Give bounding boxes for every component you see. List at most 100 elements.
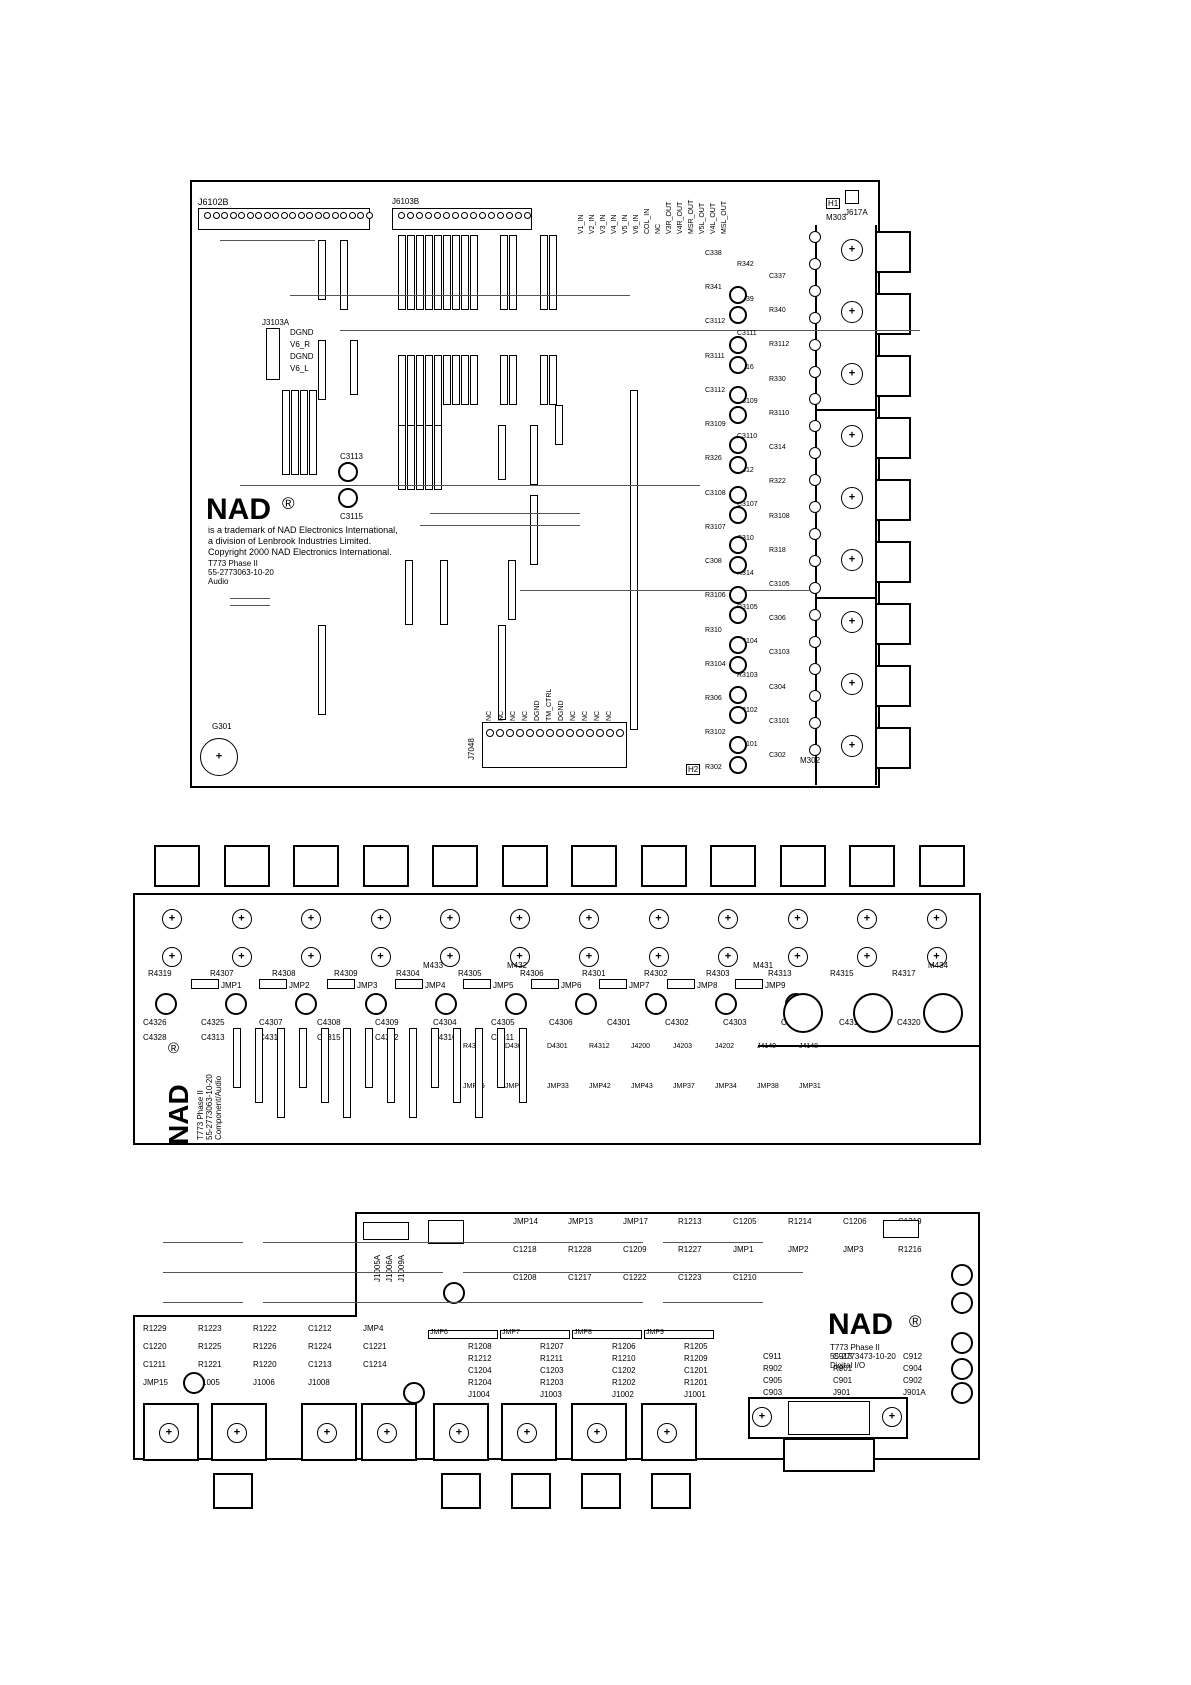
j7048-pin <box>556 729 564 737</box>
jack-screw <box>841 549 863 571</box>
jack-screw <box>517 1423 537 1443</box>
jumper <box>500 235 508 310</box>
component-label: R1203 <box>540 1378 564 1387</box>
component-label: R1201 <box>684 1378 708 1387</box>
capacitor-label: C4312 <box>375 1033 399 1042</box>
electrolytic-cap <box>443 1282 465 1304</box>
component-label: C3109 <box>737 398 758 406</box>
component-label: R3107 <box>705 523 726 531</box>
nad-logo-mid: NAD <box>163 1084 194 1145</box>
rca-jack <box>875 293 911 335</box>
ground-g301-label: G301 <box>212 722 232 731</box>
electrolytic-cap <box>715 993 737 1015</box>
jumper <box>497 1028 505 1088</box>
jumper <box>540 355 548 405</box>
jumper <box>667 979 695 989</box>
component-label: C905 <box>763 1376 783 1385</box>
bottom-board-labels: JMP14JMP13JMP17R1213C1205R1214C1206C1219… <box>133 1212 980 1462</box>
component-label-column: C338R342C337R341R339R340C3112C3111R3112R… <box>705 198 815 778</box>
jumper <box>395 979 423 989</box>
capacitor-label: C4314 <box>259 1033 283 1042</box>
header-connector <box>428 1220 464 1244</box>
component-label: C1202 <box>612 1366 636 1375</box>
component-label: R306 <box>705 695 722 703</box>
component-label: C913 <box>833 1352 853 1361</box>
connector-j6103b-label: J6103B <box>392 197 420 206</box>
jumper <box>321 1028 329 1103</box>
component-label: JMP15 <box>143 1378 168 1387</box>
socket-j3103a-label: J3103A <box>262 318 290 327</box>
capacitor-label: C4307 <box>259 1018 283 1027</box>
jumper-label: JMP8 <box>697 981 718 990</box>
capacitor-label: C4306 <box>549 1018 573 1027</box>
electrolytic-cap <box>729 606 747 624</box>
jumper <box>644 1330 714 1339</box>
bottom-info-2: 55-2773473-10-20 <box>830 1352 896 1361</box>
j7048-pin-label: DGND <box>558 700 565 721</box>
capacitor-label: C4301 <box>607 1018 631 1027</box>
component-label: R3106 <box>705 592 726 600</box>
component-label: R314 <box>737 569 754 577</box>
component-label: R902 <box>763 1364 783 1373</box>
trace <box>163 1302 243 1303</box>
module-label: M434 <box>928 961 949 970</box>
component-label: R4311 <box>463 1043 484 1050</box>
board-edge-step <box>133 1315 357 1317</box>
component-label: J4202 <box>715 1043 735 1050</box>
jumper <box>630 390 638 730</box>
module-m302-label: M302 <box>800 756 821 765</box>
component-label: R901 <box>833 1364 853 1373</box>
component-label: C1212 <box>308 1324 332 1333</box>
jack-screw <box>440 909 460 929</box>
component-label: R3103 <box>737 672 758 680</box>
component-label: R3108 <box>769 512 790 520</box>
component-label: C1211 <box>143 1360 166 1369</box>
component-label: C302 <box>769 752 786 760</box>
electrolytic-cap <box>295 993 317 1015</box>
jack-screw <box>449 1423 469 1443</box>
large-cap <box>783 993 823 1033</box>
component-label: C314 <box>769 444 786 452</box>
rca-jack-barrel <box>581 1473 621 1509</box>
component-label: R3104 <box>705 660 726 668</box>
electrolytic-cap <box>225 993 247 1015</box>
connector-pin <box>479 212 486 219</box>
rca-jack-row-bottom <box>133 1395 980 1515</box>
jumper <box>259 979 287 989</box>
electrolytic-cap <box>729 436 747 454</box>
j7048-pin-label: NC <box>582 710 589 721</box>
jumper <box>255 1028 263 1103</box>
component-label: C912 <box>903 1352 923 1361</box>
electrolytic-cap <box>645 993 667 1015</box>
component-label: R1227 <box>678 1245 702 1254</box>
j7048-pin <box>496 729 504 737</box>
jack-screw <box>579 909 599 929</box>
jack-screw <box>159 1423 179 1443</box>
connector-pin <box>461 212 468 219</box>
rca-jack <box>779 845 826 887</box>
trace <box>230 605 270 606</box>
component-label: R1210 <box>612 1354 636 1363</box>
component-label: R1213 <box>678 1217 702 1226</box>
electrolytic-cap <box>729 686 747 704</box>
trace <box>163 1242 243 1243</box>
j7048-pin-label: NC <box>606 710 613 721</box>
jack-pin <box>809 744 821 756</box>
jumper-label: JMP9 <box>765 981 786 990</box>
component-label: R342 <box>737 261 754 269</box>
jumper <box>599 979 627 989</box>
component-label: R1209 <box>684 1354 708 1363</box>
electrolytic-cap <box>155 993 177 1015</box>
trace <box>340 330 920 331</box>
component-label: JMP43 <box>631 1083 653 1090</box>
module-label: M432 <box>507 961 528 970</box>
component-label: R3102 <box>705 729 726 737</box>
connector-pin <box>348 212 356 219</box>
jack-pin <box>809 231 821 243</box>
jumper-label: JMP3 <box>357 981 378 990</box>
component-label: C3104 <box>737 638 758 646</box>
jumper <box>398 425 406 490</box>
jumper <box>398 235 406 310</box>
resistor-label: R4309 <box>334 969 358 978</box>
